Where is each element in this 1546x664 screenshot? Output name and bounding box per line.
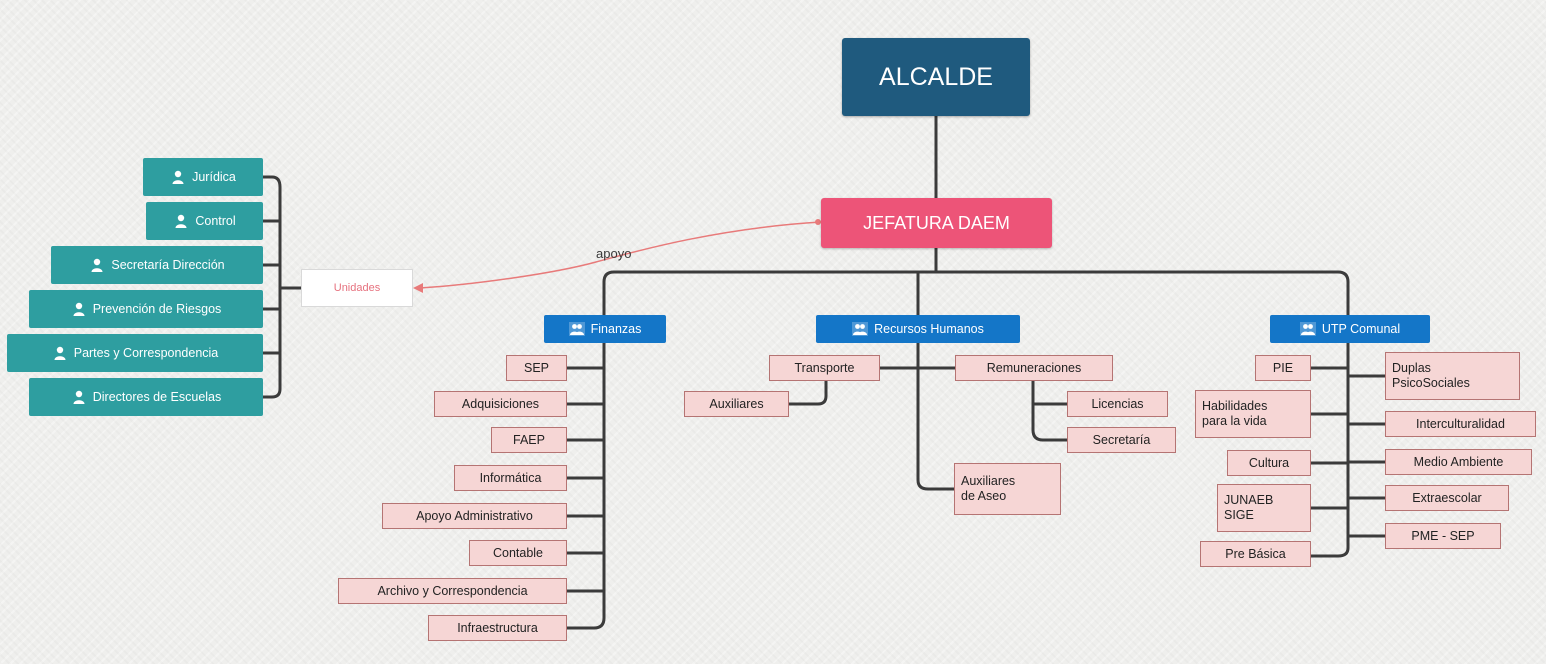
node-alcalde[interactable]: ALCALDE [842, 38, 1030, 116]
leaf-label: JUNAEB SIGE [1224, 493, 1274, 522]
leaf-label: Infraestructura [457, 620, 538, 635]
leaf-adquisiciones[interactable]: Adquisiciones [434, 391, 567, 417]
connector-rrhh-aseo [916, 341, 956, 491]
leaf-label: Remuneraciones [986, 360, 1082, 375]
unit-item-label: Secretaría Dirección [111, 258, 225, 272]
leaf-label: PME - SEP [1411, 528, 1475, 543]
connector-unidades-bracket [261, 175, 282, 399]
unit-item-secretaria-direccion[interactable]: Secretaría Dirección [51, 246, 263, 284]
leaf-pre-basica[interactable]: Pre Básica [1200, 541, 1311, 567]
leaf-label: Transporte [794, 360, 855, 375]
unit-item-juridica[interactable]: Jurídica [143, 158, 263, 196]
node-unidades-label: Unidades [333, 282, 381, 294]
leaf-apoyo-administrativo[interactable]: Apoyo Administrativo [382, 503, 567, 529]
person-icon [91, 258, 103, 272]
unit-item-label: Control [195, 214, 236, 228]
leaf-label: Auxiliares de Aseo [961, 474, 1016, 503]
leaf-transporte[interactable]: Transporte [769, 355, 880, 381]
node-alcalde-label: ALCALDE [879, 62, 993, 91]
branch-finanzas-label: Finanzas [590, 322, 642, 336]
group-icon [1299, 322, 1316, 336]
person-icon [73, 302, 85, 316]
unit-item-control[interactable]: Control [146, 202, 263, 240]
leaf-sep[interactable]: SEP [506, 355, 567, 381]
leaf-contable[interactable]: Contable [469, 540, 567, 566]
connector-utp-spine [1309, 341, 1350, 558]
leaf-label: Duplas PsicoSociales [1392, 361, 1470, 390]
leaf-label: Auxiliares [709, 396, 764, 411]
leaf-archivo-correspondencia[interactable]: Archivo y Correspondencia [338, 578, 567, 604]
connector-transporte-auxiliares [787, 366, 828, 406]
leaf-remuneraciones[interactable]: Remuneraciones [955, 355, 1113, 381]
leaf-label: Habilidades para la vida [1202, 399, 1268, 428]
person-icon [73, 390, 85, 404]
leaf-label: PIE [1272, 360, 1294, 375]
person-icon [172, 170, 184, 184]
leaf-label: Pre Básica [1225, 546, 1286, 561]
leaf-label: Secretaría [1092, 432, 1151, 447]
leaf-label: Archivo y Correspondencia [377, 583, 528, 598]
leaf-extraescolar[interactable]: Extraescolar [1385, 485, 1509, 511]
branch-recursos-humanos-label: Recursos Humanos [874, 322, 984, 336]
leaf-licencias[interactable]: Licencias [1067, 391, 1168, 417]
leaf-label: Apoyo Administrativo [416, 508, 533, 523]
branch-utp-comunal[interactable]: UTP Comunal [1270, 315, 1430, 343]
branch-finanzas[interactable]: Finanzas [544, 315, 666, 343]
unit-item-label: Partes y Correspondencia [73, 346, 219, 360]
unit-item-partes-correspondencia[interactable]: Partes y Correspondencia [7, 334, 263, 372]
branch-recursos-humanos[interactable]: Recursos Humanos [816, 315, 1020, 343]
leaf-label: FAEP [513, 432, 545, 447]
leaf-habilidades-para-la-vida[interactable]: Habilidades para la vida [1195, 390, 1311, 438]
leaf-label: Medio Ambiente [1413, 454, 1504, 469]
leaf-pie[interactable]: PIE [1255, 355, 1311, 381]
node-unidades[interactable]: Unidades [301, 269, 413, 307]
unit-item-prevencion-riesgos[interactable]: Prevención de Riesgos [29, 290, 263, 328]
leaf-auxiliares-de-aseo[interactable]: Auxiliares de Aseo [954, 463, 1061, 515]
person-icon [54, 346, 66, 360]
leaf-label: Contable [492, 545, 544, 560]
apoyo-arrowhead-left [413, 283, 423, 293]
leaf-duplas-psicosociales[interactable]: Duplas PsicoSociales [1385, 352, 1520, 400]
leaf-cultura[interactable]: Cultura [1227, 450, 1311, 476]
leaf-label: Adquisiciones [461, 396, 540, 411]
group-icon [568, 322, 585, 336]
node-jefatura-daem[interactable]: JEFATURA DAEM [821, 198, 1052, 248]
leaf-faep[interactable]: FAEP [491, 427, 567, 453]
connector-branch-bus [602, 270, 1350, 317]
unit-item-directores-escuelas[interactable]: Directores de Escuelas [29, 378, 263, 416]
leaf-label: SEP [523, 360, 549, 375]
unit-item-label: Directores de Escuelas [92, 390, 222, 404]
apoyo-link-label: apoyo [596, 246, 632, 261]
person-icon [175, 214, 187, 228]
leaf-secretaria[interactable]: Secretaría [1067, 427, 1176, 453]
group-icon [852, 322, 869, 336]
leaf-label: Extraescolar [1412, 490, 1482, 505]
leaf-label: Cultura [1248, 455, 1290, 470]
connector-apoyo-link [419, 221, 822, 289]
branch-utp-comunal-label: UTP Comunal [1321, 322, 1401, 336]
connector-remun-spine [1031, 379, 1069, 442]
leaf-interculturalidad[interactable]: Interculturalidad [1385, 411, 1536, 437]
apoyo-link-anchor [815, 219, 821, 225]
leaf-informatica[interactable]: Informática [454, 465, 567, 491]
leaf-label: Interculturalidad [1416, 416, 1505, 431]
leaf-label: Licencias [1091, 396, 1144, 411]
connector-finanzas-spine [565, 341, 606, 630]
unit-item-label: Prevención de Riesgos [92, 302, 222, 316]
leaf-infraestructura[interactable]: Infraestructura [428, 615, 567, 641]
node-jefatura-daem-label: JEFATURA DAEM [863, 212, 1010, 233]
leaf-label: Informática [479, 470, 542, 485]
unit-item-label: Jurídica [192, 170, 236, 184]
leaf-auxiliares[interactable]: Auxiliares [684, 391, 789, 417]
leaf-pme-sep[interactable]: PME - SEP [1385, 523, 1501, 549]
leaf-medio-ambiente[interactable]: Medio Ambiente [1385, 449, 1532, 475]
leaf-junaeb-sige[interactable]: JUNAEB SIGE [1217, 484, 1311, 532]
